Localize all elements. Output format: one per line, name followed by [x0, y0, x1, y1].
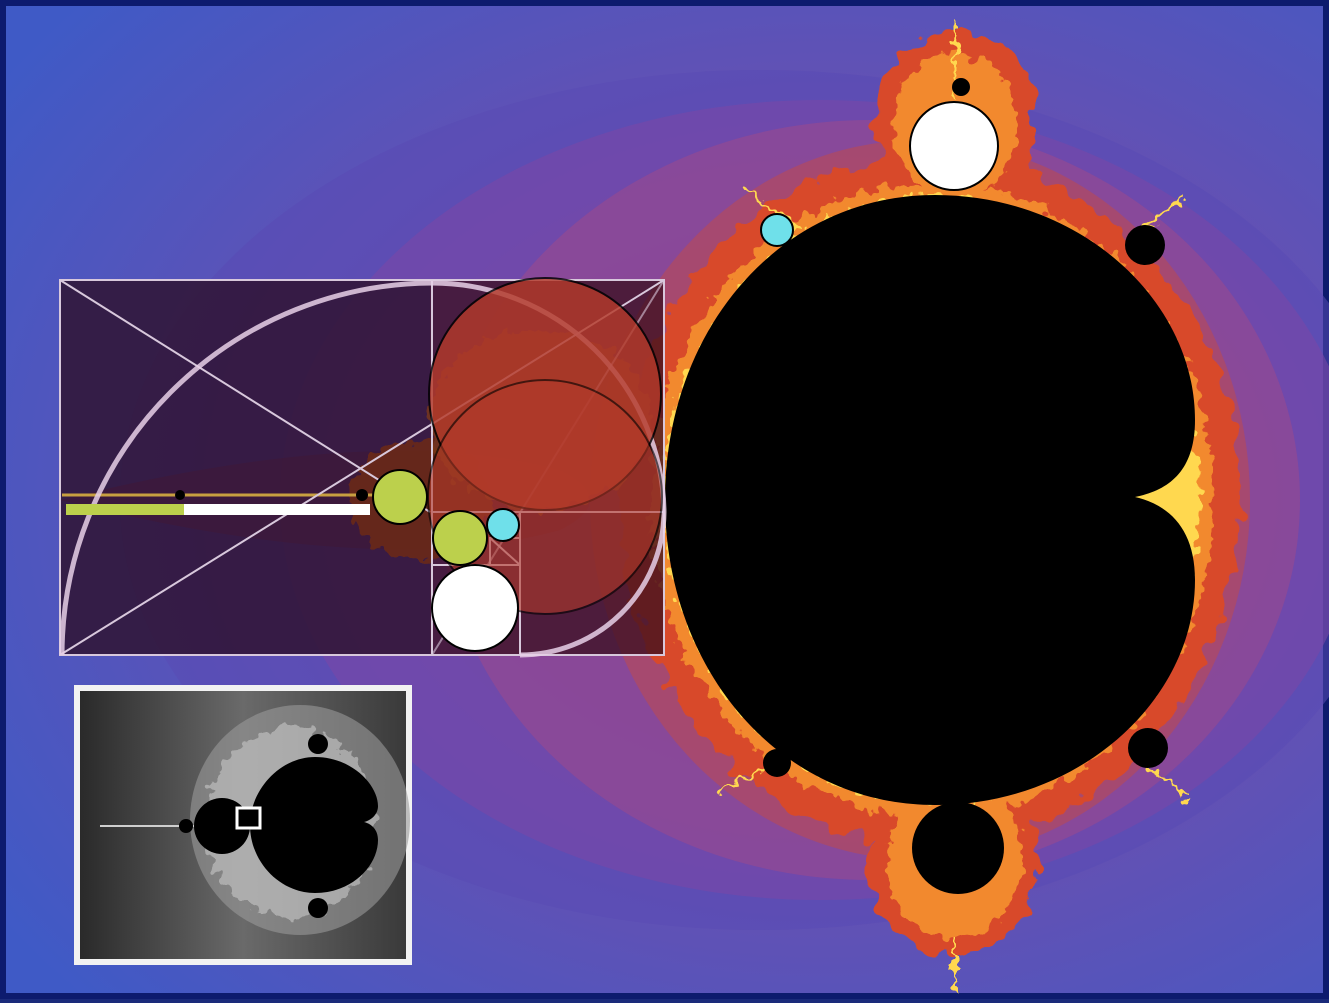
grayscale-inset — [74, 685, 412, 965]
green-circle-large — [372, 469, 428, 525]
green-bar — [66, 504, 184, 515]
green-circle-small — [432, 510, 488, 566]
white-circle-inner — [431, 564, 519, 652]
inset-zoom-box — [235, 806, 262, 830]
white-bar — [184, 504, 370, 515]
white-circle-top — [909, 101, 999, 191]
cyan-circle-inner — [486, 508, 520, 542]
mandelbrot-set-body — [665, 78, 1195, 894]
cyan-circle-top — [760, 213, 794, 247]
